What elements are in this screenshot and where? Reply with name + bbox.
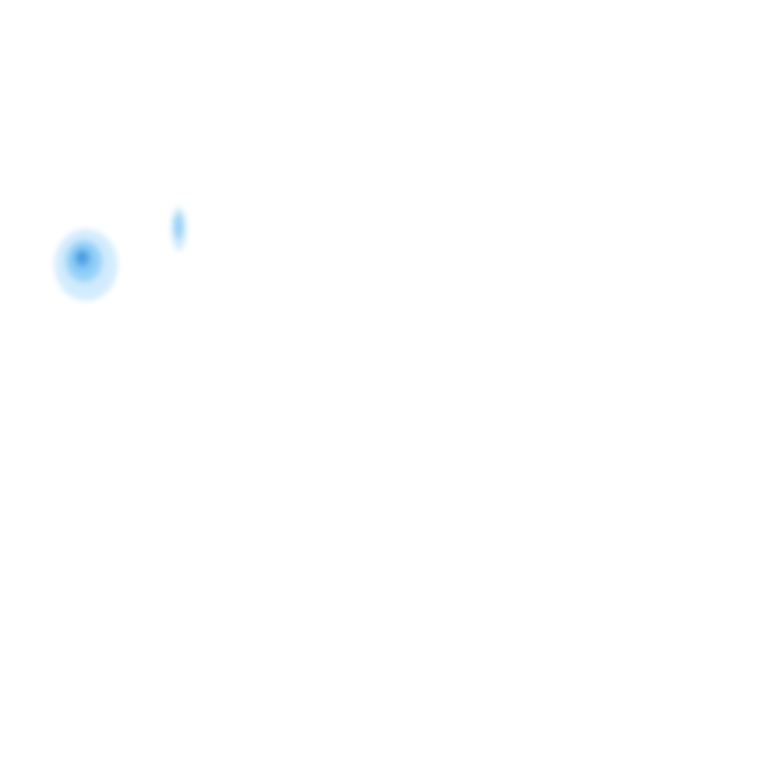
density-layer xyxy=(54,206,187,301)
density-contour-2-3 xyxy=(173,213,184,240)
density-cluster-2 xyxy=(170,206,187,251)
density-cluster-1 xyxy=(54,229,118,301)
density-contour-1-6 xyxy=(77,252,86,262)
